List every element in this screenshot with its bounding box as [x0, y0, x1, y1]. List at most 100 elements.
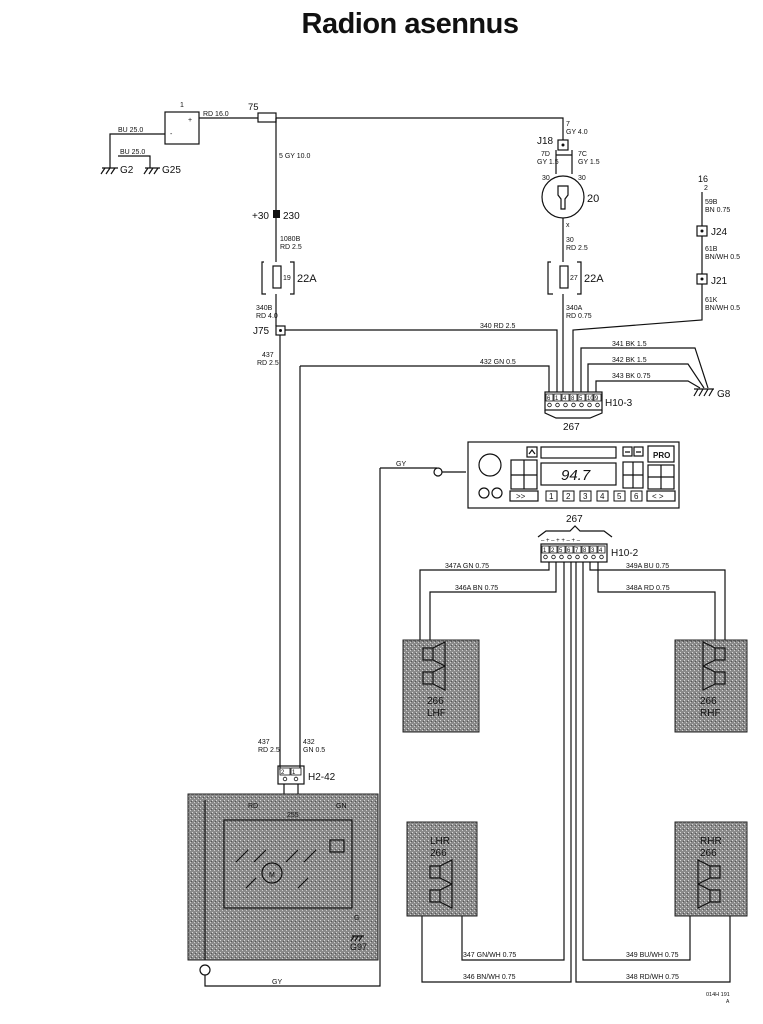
preset-label: 1 — [549, 492, 554, 501]
svg-text:+: + — [188, 117, 192, 124]
svg-text:H10-3: H10-3 — [605, 398, 633, 409]
svg-text:348 RD/WH 0.75: 348 RD/WH 0.75 — [626, 974, 679, 981]
preset-button — [545, 490, 558, 502]
svg-text:x: x — [566, 222, 570, 229]
svg-text:7: 7 — [566, 121, 570, 128]
svg-text:GN: GN — [336, 803, 347, 810]
svg-text:437: 437 — [262, 352, 274, 359]
svg-text:– + – + + – + –: – + – + + – + – — [541, 538, 581, 544]
speaker-rhr: RHR 266 — [674, 821, 748, 917]
svg-text:61K: 61K — [705, 297, 718, 304]
svg-text:GY: GY — [272, 979, 282, 986]
wire-label: RD 16.0 — [203, 111, 229, 118]
fuse-75: 75 — [248, 102, 277, 123]
svg-text:349 BU/WH 0.75: 349 BU/WH 0.75 — [626, 952, 679, 959]
svg-text:340B: 340B — [256, 305, 273, 312]
svg-text:BN/WH 0.5: BN/WH 0.5 — [705, 305, 740, 312]
radio-display: 94.7 — [561, 467, 591, 484]
svg-text:A: A — [726, 999, 730, 1005]
preset-button — [630, 490, 643, 502]
h2-42-pin-label: 1 — [292, 770, 296, 776]
h10-3-pin-box — [577, 393, 586, 402]
svg-text:342 BK 1.5: 342 BK 1.5 — [612, 357, 647, 364]
svg-text:1080B: 1080B — [280, 236, 301, 243]
svg-text:340 RD 2.5: 340 RD 2.5 — [480, 323, 516, 330]
svg-text:5 GY 10.0: 5 GY 10.0 — [279, 153, 311, 160]
svg-text:M: M — [269, 872, 275, 879]
svg-text:+30: +30 — [252, 211, 269, 222]
h10-3-pin-label: 1 — [555, 396, 559, 402]
svg-text:GY 1.5: GY 1.5 — [537, 159, 559, 166]
svg-text:< >: < > — [652, 492, 664, 501]
svg-text:GY 1.5: GY 1.5 — [578, 159, 600, 166]
h2-42-pin-box — [290, 767, 302, 776]
svg-text:G: G — [354, 915, 359, 922]
h10-2-pin-box — [597, 545, 606, 554]
svg-text:75: 75 — [248, 102, 259, 113]
h10-3-pin-box — [545, 393, 554, 402]
h10-2-pin-label: 8 — [583, 548, 587, 554]
h10-3-pin-box — [585, 393, 594, 402]
h10-2-pin-label: 3 — [591, 548, 595, 554]
h10-2-pin-label: 4 — [599, 548, 603, 554]
h2-42-pin-label: 2 — [281, 770, 285, 776]
svg-text:LHF: LHF — [427, 708, 446, 719]
svg-text:RD: RD — [248, 803, 258, 810]
h10-2-pin-terminal — [567, 554, 572, 560]
speaker-lhf: 266 LHF — [402, 639, 480, 733]
svg-text:>>: >> — [516, 492, 526, 501]
h10-2-pin-label: 5 — [559, 548, 563, 554]
svg-text:1: 1 — [180, 102, 184, 109]
svg-text:59B: 59B — [705, 199, 718, 206]
svg-text:GY 4.0: GY 4.0 — [566, 129, 588, 136]
svg-text:BU 25.0: BU 25.0 — [120, 149, 145, 156]
ground-g8: G8 — [693, 388, 731, 400]
h10-3-pin-label: 9 — [595, 396, 599, 402]
h10-3-pin-box — [569, 393, 578, 402]
h10-3-pin-box — [553, 393, 562, 402]
h10-3-pin-terminal — [563, 402, 568, 408]
h10-3-pin-terminal — [595, 402, 600, 408]
fuse-22a-left: 19 22A — [261, 261, 317, 295]
svg-text:22A: 22A — [297, 273, 317, 285]
preset-button — [579, 490, 592, 502]
svg-text:J18: J18 — [537, 136, 554, 147]
preset-label: 5 — [617, 492, 622, 501]
svg-text:PRO: PRO — [653, 451, 670, 460]
svg-text:30: 30 — [542, 175, 550, 182]
h10-2-pin-box — [565, 545, 574, 554]
svg-text:G2: G2 — [120, 165, 134, 176]
h10-3-pin-terminal — [555, 402, 560, 408]
h10-2-pin-terminal — [591, 554, 596, 560]
h2-42-pin-terminal — [282, 776, 288, 782]
svg-text:432 GN 0.5: 432 GN 0.5 — [480, 359, 516, 366]
svg-text:266: 266 — [700, 696, 717, 707]
preset-button — [613, 490, 626, 502]
svg-text:RD 2.5: RD 2.5 — [566, 245, 588, 252]
svg-text:7C: 7C — [578, 151, 587, 158]
h10-2-pin-box — [573, 545, 582, 554]
svg-text:J24: J24 — [711, 227, 728, 238]
diagram-code: 014H 191 — [706, 992, 730, 998]
h10-3-pin-terminal — [579, 402, 584, 408]
svg-text:348A RD 0.75: 348A RD 0.75 — [626, 585, 670, 592]
svg-text:347 GN/WH 0.75: 347 GN/WH 0.75 — [463, 952, 516, 959]
svg-text:255: 255 — [287, 812, 299, 819]
svg-text:BN/WH 0.5: BN/WH 0.5 — [705, 254, 740, 261]
svg-text:432: 432 — [303, 739, 315, 746]
svg-text:20: 20 — [587, 193, 599, 205]
svg-text:266: 266 — [427, 696, 444, 707]
h10-3-pin-label: 5 — [579, 396, 583, 402]
h10-3-pin-terminal — [571, 402, 576, 408]
svg-text:61B: 61B — [705, 246, 718, 253]
h10-2-pin-label: 2 — [551, 548, 555, 554]
ignition-switch-20: 20 — [541, 175, 599, 219]
svg-text:G8: G8 — [717, 389, 731, 400]
h10-3-pin-label: 10 — [587, 396, 594, 402]
svg-text:RD 2.5: RD 2.5 — [280, 244, 302, 251]
h10-2-pin-terminal — [551, 554, 556, 560]
